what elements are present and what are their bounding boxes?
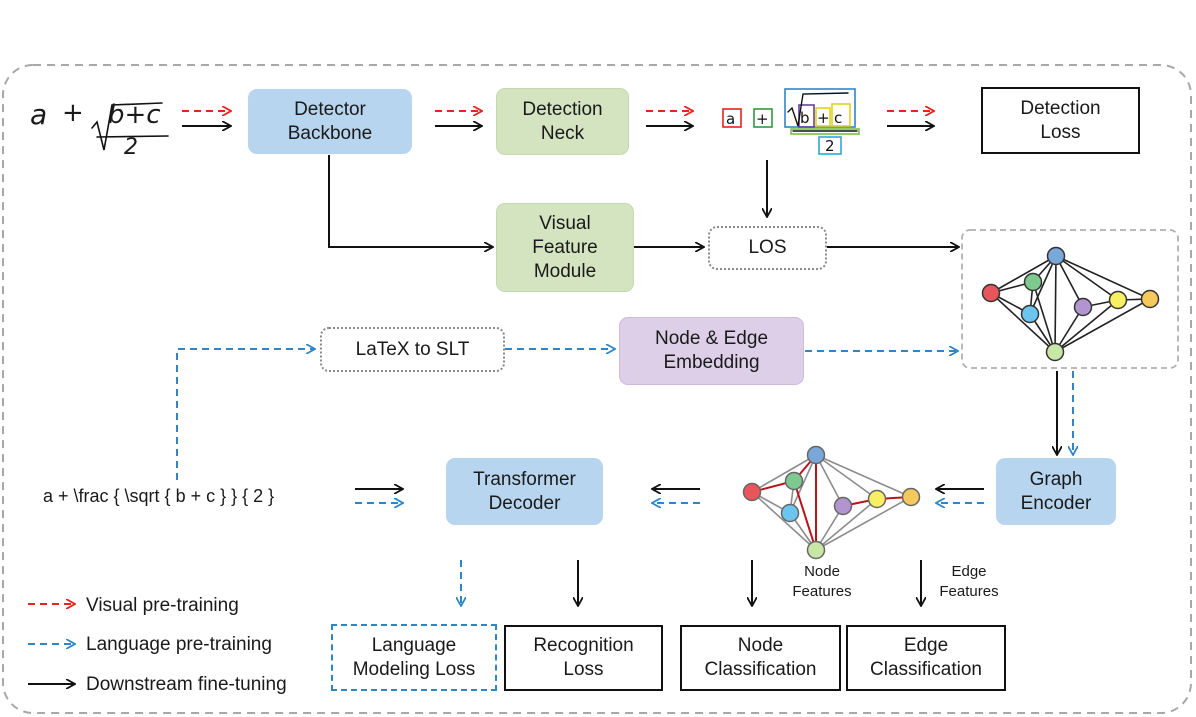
detector-backbone-box: Detector Backbone: [248, 89, 412, 154]
edge-classification-label: Edge Classification: [870, 635, 982, 680]
row1-arrows: [182, 111, 933, 126]
node-classification-box: Node Classification: [680, 625, 841, 691]
svg-text:2: 2: [825, 137, 835, 155]
detection-result-glyphs: a + b + c 2: [726, 109, 842, 155]
formula-a: a: [30, 98, 48, 131]
encoded-graph: [751, 454, 912, 551]
svg-text:a: a: [726, 110, 735, 128]
formula-plus: +: [62, 98, 84, 128]
transformer-decoder-box: Transformer Decoder: [446, 458, 603, 525]
latex-to-slt-label: LaTeX to SLT: [355, 338, 470, 360]
graph-encoder-label: Graph Encoder: [1020, 468, 1092, 514]
los-label: LOS: [748, 237, 787, 258]
detection-loss-label: Detection Loss: [1020, 97, 1101, 143]
detection-result: [722, 88, 860, 155]
detection-neck-label: Detection Neck: [522, 98, 603, 144]
detection-loss-box: Detection Loss: [981, 87, 1140, 154]
row3-arrows: [355, 489, 984, 503]
handwritten-formula: [91, 102, 169, 151]
legend-visual-pretraining: Visual pre-training: [86, 595, 239, 616]
svg-text:+: +: [817, 109, 830, 127]
detection-result-strokes: [787, 92, 858, 132]
formula-radicand: b+c: [108, 100, 161, 130]
latex-to-slt-box: LaTeX to SLT: [320, 327, 505, 372]
node-features-label: Node Features: [792, 563, 852, 600]
legend-downstream-finetuning: Downstream fine-tuning: [86, 674, 287, 695]
encoded-graph-nodes: [742, 445, 921, 560]
recognition-loss-box: Recognition Loss: [504, 625, 663, 691]
input-graph-nodes: [981, 246, 1160, 362]
latex-input-text: a + \frac { \sqrt { b + c } } { 2 }: [43, 486, 275, 506]
edge-classification-box: Edge Classification: [846, 625, 1006, 691]
language-modeling-loss-box: Language Modeling Loss: [331, 624, 497, 691]
graph-container: [961, 229, 1179, 369]
svg-text:+: +: [756, 110, 769, 128]
visual-feature-module-label: Visual Feature Module: [532, 212, 598, 282]
node-classification-label: Node Classification: [704, 635, 817, 680]
edge-features-label: Edge Features: [939, 563, 999, 600]
latex-to-slt-arrow: [176, 349, 314, 480]
encoded-graph-red-edges: [751, 454, 912, 551]
legend-lines: [28, 604, 74, 684]
formula-denominator: 2: [124, 135, 138, 160]
los-box: LOS: [708, 226, 827, 270]
detection-neck-box: Detection Neck: [496, 88, 629, 155]
backbone-to-vfm-arrow: [328, 155, 492, 247]
language-modeling-loss-label: Language Modeling Loss: [352, 634, 476, 680]
legend-language-pretraining: Language pre-training: [86, 634, 272, 655]
visual-feature-module-box: Visual Feature Module: [496, 203, 634, 292]
node-edge-embedding-box: Node & Edge Embedding: [619, 317, 804, 385]
recognition-loss-label: Recognition Loss: [533, 635, 634, 680]
transformer-decoder-label: Transformer Decoder: [473, 468, 576, 514]
detector-backbone-label: Detector Backbone: [287, 98, 373, 144]
outer-frame: [2, 64, 1192, 714]
graph-encoder-box: Graph Encoder: [996, 458, 1116, 525]
svg-text:c: c: [834, 109, 842, 127]
node-edge-embedding-label: Node & Edge Embedding: [654, 328, 769, 373]
svg-text:b: b: [800, 109, 810, 127]
